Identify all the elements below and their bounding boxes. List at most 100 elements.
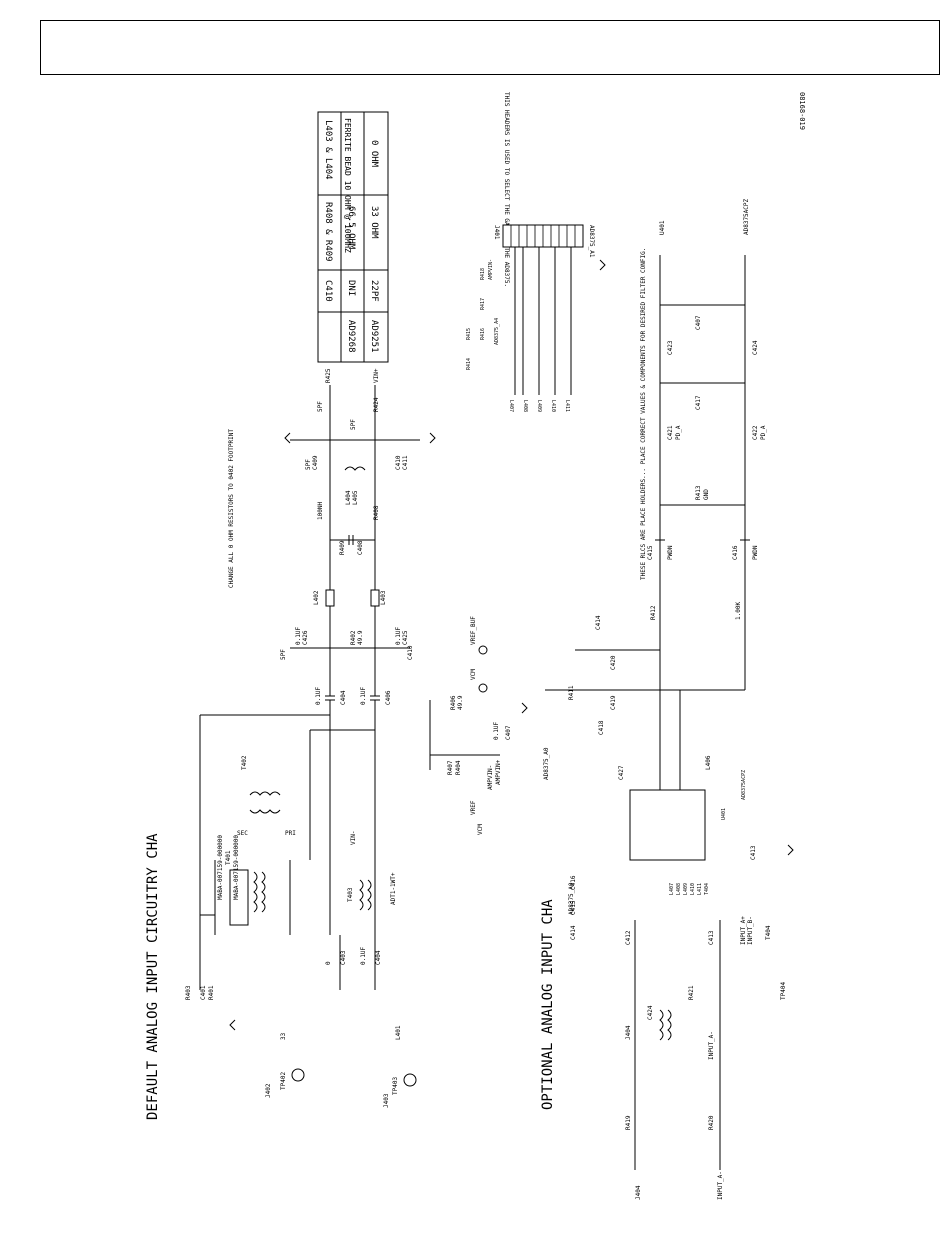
c411-value: C411: [402, 455, 409, 470]
c407-value: C406: [385, 690, 392, 705]
tsw-label: AD8375_A1: [588, 225, 595, 258]
bom-r1c2: DNI: [346, 280, 356, 296]
j404-label: J401: [493, 225, 500, 240]
r420-label: R417: [480, 298, 486, 310]
ampvin2-plus: AD8375ACPZ: [743, 198, 750, 235]
pin-a4: L411: [697, 883, 703, 895]
l405-value: L405: [352, 490, 359, 505]
t403-label: T403: [347, 887, 354, 902]
dni-label: AD8375_A4: [494, 318, 500, 345]
c420-label: C413: [750, 845, 757, 860]
c410-label: 5PF: [350, 419, 357, 430]
pin-pwdn: U401: [721, 808, 727, 820]
r421-label: R418: [480, 268, 486, 280]
c404-value: C404: [375, 950, 382, 965]
bom-r1c1: AD9268: [346, 320, 356, 353]
r408-label: 100NH: [317, 502, 324, 520]
c404-label: 0.1UF: [360, 947, 367, 965]
ampvin2-minus: U401: [659, 220, 666, 235]
tp402-circle: [478, 683, 488, 693]
r403b-label: R407: [447, 760, 454, 775]
l407-label: C420: [610, 655, 617, 670]
r402-value: C426: [302, 630, 309, 645]
fivev-label: AD8375_A0: [543, 747, 550, 780]
r404-value: 49.9: [457, 695, 464, 710]
r424-label: 5PF: [317, 401, 324, 412]
u401-pn: L406: [705, 755, 712, 770]
k10-label: AMPVIN-: [488, 259, 494, 280]
c414-label: R421: [688, 985, 695, 1000]
section-default-title: DEFAULT ANALOG INPUT CIRCUITRY CHA: [145, 833, 161, 1120]
r417-label: R414: [466, 358, 472, 370]
r413-label: R411: [568, 685, 575, 700]
tp404-label: VREF_BUF: [470, 616, 477, 645]
vref-label: AMPVIN-: [487, 765, 494, 790]
u401-box: [629, 789, 706, 861]
bom-r1c4: FERRITE BEAD 10 OHM @ 100MHZ: [343, 118, 352, 253]
ad8375-a1: L408: [522, 400, 528, 412]
pin-a0: L407: [669, 883, 675, 895]
c403-value: C403: [340, 950, 347, 965]
r425-label: R424: [373, 397, 380, 412]
section-optional-title: OPTIONAL ANALOG INPUT CHA: [540, 899, 556, 1110]
c408-label: R409: [339, 540, 346, 555]
t402pn-label: ADT1-1WT+: [390, 872, 397, 905]
pf1200-a: PWDN: [667, 545, 674, 560]
ad8375-a0: L407: [508, 400, 514, 412]
t401-label: T401: [225, 850, 232, 865]
pin-a1: L408: [676, 883, 682, 895]
pri-label: PRI: [285, 830, 296, 837]
ohm100-label: GND: [703, 489, 710, 500]
r403b-value: R404: [455, 760, 462, 775]
t404-label: C424: [647, 1005, 654, 1020]
l405-label: L404: [345, 490, 352, 505]
c405-value: C404: [340, 690, 347, 705]
t402-label: T402: [241, 755, 248, 770]
l403-label: L402: [313, 590, 320, 605]
l401-label: 33: [280, 1032, 287, 1040]
input-b-minus: J404: [635, 1185, 642, 1200]
note-change-resistors: CHANGE ALL 0 OHM RESISTORS TO 0402 FOOTP…: [228, 429, 235, 588]
l409-label: C422: [752, 425, 759, 440]
pin-pd: T404: [704, 883, 710, 895]
c405-label: 0.1UF: [315, 687, 322, 705]
l406-label: C419: [610, 695, 617, 710]
u401-label: C427: [618, 765, 625, 780]
r406-value: 49.9: [357, 630, 364, 645]
nh270-b: PD_A: [760, 425, 767, 440]
c408-value: C408: [357, 540, 364, 555]
j401-label: TP402: [280, 1072, 287, 1090]
r411-label: INPUT_A-: [708, 1031, 715, 1060]
r404-label: R406: [450, 695, 457, 710]
t402-pn: MABA-007159-000000: [233, 835, 240, 900]
r403-label: R403: [185, 985, 192, 1000]
vrefout-label: VCM: [477, 824, 484, 835]
r405-value: C425: [402, 630, 409, 645]
pin-a2: L409: [683, 883, 689, 895]
tp404-circle: [478, 645, 488, 655]
bom-table: L403 & L404 R408 & R409 C410 AD9268 DNI …: [317, 111, 389, 363]
default-circuit: T401 MABA-007159-000000 T403 ADT1-1WT+ T…: [185, 368, 512, 1108]
optional-circuit: C427 L406 C415 C416 PWDN PWDN R413 GND C…: [466, 198, 787, 1200]
pin-a3: L410: [690, 883, 696, 895]
r402-label: 0.1UF: [295, 627, 302, 645]
t401-box: [229, 869, 249, 926]
c426-label: 0.1UF: [493, 722, 500, 740]
c415-label: C412: [625, 930, 632, 945]
bom-r2c3: 33 OHM: [369, 206, 379, 239]
input-a-plus: J403: [383, 1093, 390, 1108]
bom-r2c1: AD9251: [369, 320, 379, 353]
r405-label: 0.1UF: [395, 627, 402, 645]
c401-label: C401: [200, 985, 207, 1000]
r409-label: R408: [373, 505, 380, 520]
note-header: THIS HEADERS IS USED TO SELECT THE GAIN …: [503, 92, 510, 287]
doc-code: 08168-019: [798, 92, 806, 130]
c426-value: C407: [505, 725, 512, 740]
l410-label: C423: [667, 340, 674, 355]
fivev-label-b: AD8375_A0: [568, 882, 575, 915]
bom-r1c3: 66.5 OHM: [346, 206, 356, 250]
c425-label: C407: [695, 315, 702, 330]
c413-label: R420: [708, 1115, 715, 1130]
nh270-a: PD_A: [675, 425, 682, 440]
j402-label: TP403: [392, 1077, 399, 1095]
